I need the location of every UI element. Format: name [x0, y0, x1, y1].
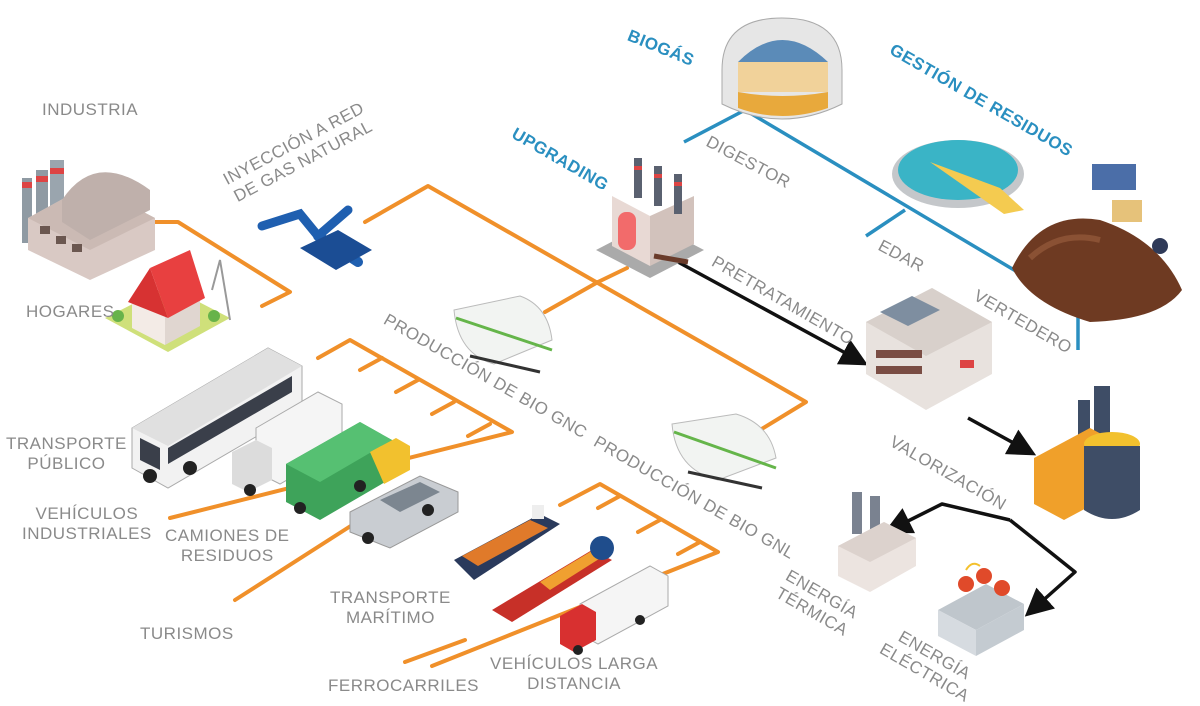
label-camiones-line2: RESIDUOS — [180, 545, 274, 565]
connector-road-tooth-3 — [430, 400, 456, 416]
cargo-ship-icon — [454, 505, 560, 580]
pretreatment-building-icon — [866, 288, 992, 410]
connector-road-tooth-1 — [358, 356, 384, 372]
label-vehiculos-industriales-line1: VEHÍCULOS — [35, 504, 139, 523]
connector-long-tooth-1 — [596, 494, 622, 510]
arrow-valorizacion — [967, 416, 1037, 456]
label-ferrocarriles: FERROCARRILES — [328, 676, 480, 695]
wastewater-plant-icon — [892, 140, 1024, 214]
label-vehiculos-larga-line2: DISTANCIA — [527, 673, 622, 693]
connector-road-tooth-2 — [394, 378, 420, 394]
orange-connectors — [148, 184, 808, 668]
label-transporte-maritimo-line2: MARÍTIMO — [345, 607, 435, 627]
connector-inyeccion — [363, 184, 808, 432]
connector-upgrading-main — [596, 266, 629, 284]
label-vehiculos-larga-line1: VEHÍCULOS LARGA — [490, 654, 659, 673]
electrical-energy-plant-icon — [938, 562, 1024, 656]
gnl-tank-wagon-icon — [671, 413, 777, 490]
digester-dome-icon — [721, 17, 843, 120]
garbage-truck-icon — [286, 422, 410, 520]
label-industria: INDUSTRIA — [42, 100, 139, 119]
arrow-energia-electrica — [1008, 518, 1077, 617]
valorization-plant-icon — [1034, 386, 1140, 520]
gnc-tank-wagon-icon — [453, 295, 553, 374]
label-turismos: TURISMOS — [140, 624, 234, 643]
label-camiones-line1: CAMIONES DE — [165, 526, 290, 545]
label-transporte-publico: TRANSPORTE PÚBLICO — [6, 434, 127, 473]
arrow-pretratamiento — [677, 260, 869, 366]
gas-injection-pipe-icon — [257, 205, 372, 270]
connector-long-tooth-2 — [636, 518, 662, 534]
label-vehiculos-larga: VEHÍCULOS LARGA DISTANCIA — [490, 654, 658, 693]
black-arrows — [677, 260, 1077, 617]
industry-factory-icon — [22, 160, 155, 280]
label-vehiculos-industriales: VEHÍCULOS INDUSTRIALES — [22, 504, 152, 543]
label-camiones: CAMIONES DE RESIDUOS — [165, 526, 290, 565]
label-hogares: HOGARES — [26, 302, 115, 321]
landfill-icon — [1012, 164, 1182, 322]
label-transporte-maritimo: TRANSPORTE MARÍTIMO — [330, 588, 451, 627]
label-transporte-publico-line1: TRANSPORTE — [6, 434, 127, 453]
long-distance-truck-icon — [560, 565, 669, 655]
connector-road-tooth-4 — [466, 422, 492, 438]
connector-maritimo — [403, 638, 467, 664]
connector-edar — [865, 208, 906, 238]
train-icon — [492, 536, 614, 622]
connector-turismos — [233, 518, 362, 602]
upgrading-plant-icon — [596, 158, 704, 278]
label-vehiculos-industriales-line2: INDUSTRIALES — [22, 523, 152, 543]
label-transporte-publico-line2: PÚBLICO — [27, 453, 106, 473]
connector-industria-hogares — [148, 220, 292, 308]
arrow-energia-termica — [883, 502, 1011, 534]
connector-upgrading-gnc — [543, 280, 600, 314]
label-transporte-maritimo-line1: TRANSPORTE — [330, 588, 451, 607]
house-icon — [105, 250, 231, 352]
car-icon — [349, 475, 459, 549]
connector-long-tooth-3 — [676, 540, 702, 556]
thermal-energy-plant-icon — [838, 492, 916, 592]
bus-icon — [131, 347, 303, 489]
